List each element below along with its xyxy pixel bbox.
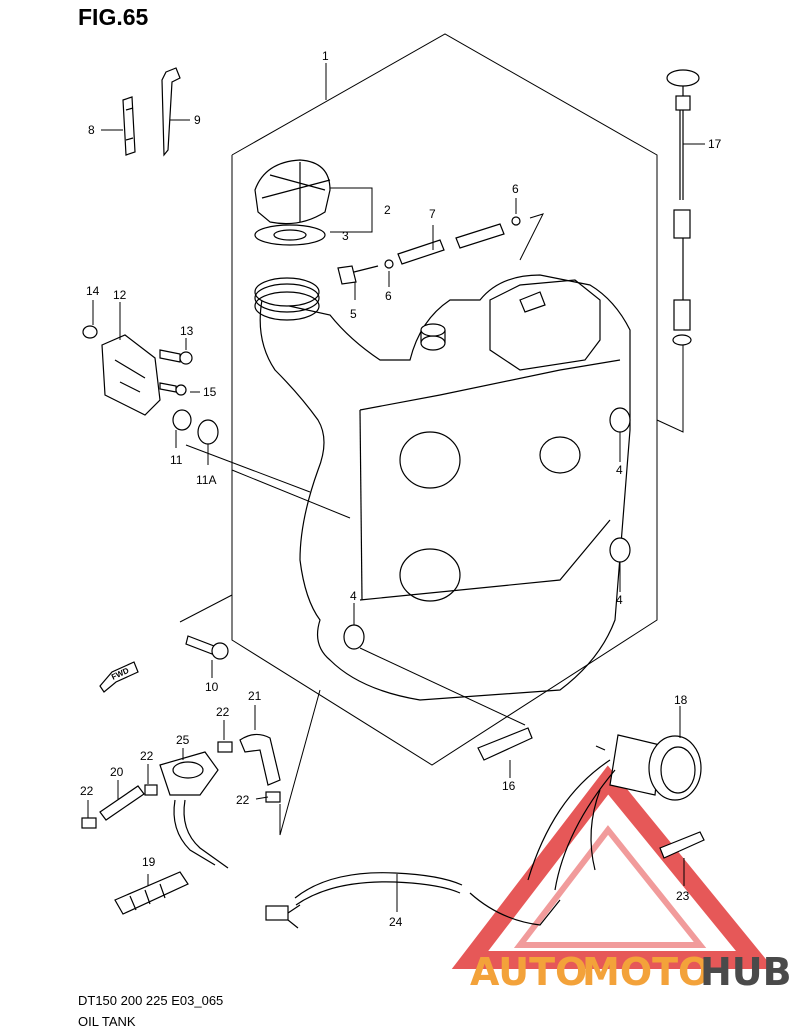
- tank-frame: [231, 33, 658, 766]
- watermark-text-a: AUTO: [470, 950, 587, 994]
- tank-bracket: [359, 647, 533, 761]
- callout-1: 1: [322, 49, 329, 63]
- clamp-and-tie: [122, 67, 181, 157]
- watermark-logo: [451, 765, 774, 969]
- callout-14: 14: [86, 284, 100, 298]
- callout-4a: 4: [616, 463, 623, 477]
- callout-2: 2: [384, 203, 391, 217]
- callout-11: 11: [170, 453, 183, 467]
- grommets: [343, 407, 631, 650]
- watermark-text: AUTO MOTO HUB: [470, 950, 792, 994]
- callout-4b: 4: [616, 593, 623, 607]
- figure-name: OIL TANK: [78, 1014, 136, 1029]
- callout-15: 15: [203, 385, 217, 399]
- callout-18: 18: [674, 693, 688, 707]
- bracket-assembly: [82, 325, 219, 445]
- callout-10: 10: [205, 680, 219, 694]
- harness-clamp: [659, 831, 705, 859]
- callout-3: 3: [342, 229, 349, 243]
- callout-5: 5: [350, 307, 357, 321]
- cable: [265, 872, 561, 929]
- callout-22a: 22: [216, 705, 230, 719]
- callout-24: 24: [389, 915, 403, 929]
- leader-lines: [87, 63, 705, 912]
- callout-6a: 6: [512, 182, 519, 196]
- callout-22b: 22: [140, 749, 154, 763]
- callout-9: 9: [194, 113, 201, 127]
- callout-17: 17: [708, 137, 722, 151]
- callout-23: 23: [676, 889, 690, 903]
- callout-21: 21: [248, 689, 262, 703]
- figure-title: FIG.65: [78, 4, 149, 30]
- breather-hose-group: [337, 213, 544, 285]
- oil-meter: [527, 734, 702, 891]
- callout-6b: 6: [385, 289, 392, 303]
- oil-tank-body: [254, 274, 631, 701]
- watermark-text-b: MOTO: [582, 950, 710, 994]
- oil-filler-cap: [254, 159, 331, 246]
- callout-7: 7: [429, 207, 436, 221]
- oil-level-gauge: [656, 69, 700, 433]
- callout-25: 25: [176, 733, 190, 747]
- model-code: DT150 200 225 E03_065: [78, 993, 224, 1008]
- mounting-bolt: [185, 635, 229, 660]
- callout-20: 20: [110, 765, 124, 779]
- callout-4c: 4: [350, 589, 357, 603]
- callout-19: 19: [142, 855, 156, 869]
- callout-22d: 22: [236, 793, 250, 807]
- callout-22c: 22: [80, 784, 94, 798]
- watermark-text-c: HUB: [700, 950, 792, 994]
- callout-labels: 1 2 3 4 4 4 5 6 6 7 8 9 10 11 11A 12 13 …: [80, 49, 722, 929]
- fwd-arrow: FWD: [99, 661, 139, 693]
- callout-11a: 11A: [196, 473, 216, 487]
- callout-13: 13: [180, 324, 194, 338]
- pump-group: [81, 689, 321, 915]
- callout-8: 8: [88, 123, 95, 137]
- callout-12: 12: [113, 288, 127, 302]
- callout-16: 16: [502, 779, 516, 793]
